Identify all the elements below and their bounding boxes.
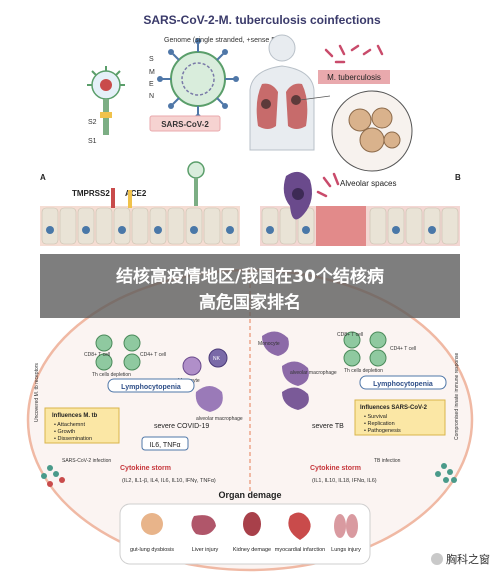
influences-mtb-item: • Growth (54, 429, 75, 435)
tb-infection-label: TB infection (374, 458, 401, 464)
uncovered-receptors-label: Uncovered M. tb receptors (34, 363, 40, 422)
th-depletion-label-a: Th cells depletion (92, 372, 131, 378)
influences-sars-item: • Replication (364, 421, 395, 427)
panel-a-immune-cells (95, 334, 228, 412)
cytokine-storm-label-a: Cytokine storm (120, 465, 171, 472)
watermark-text: 胸科之窗 (446, 553, 490, 566)
headline-overlay (40, 254, 460, 318)
spike-stalk-icon (194, 178, 198, 206)
mtb-bacilli-cluster-icon (316, 172, 340, 198)
mtb-tag (318, 70, 390, 84)
panel-a-epithelium (40, 206, 240, 246)
protein-letter-m: M (149, 69, 155, 76)
cytokine-list-b: (IL1, IL10, IL18, IFNα, IL6) (312, 478, 377, 484)
figure-title: SARS-CoV-2-M. tuberculosis coinfections (143, 13, 381, 27)
influences-sars-item: • Pathogenesis (364, 428, 401, 434)
influences-mtb-box (44, 407, 120, 444)
influences-sars-item: • Survival (364, 414, 387, 420)
headline-line-2: 高危国家排名 (199, 293, 301, 313)
alveolar-spaces-label: Alveolar spaces (340, 179, 396, 188)
alveoli-zoom-icon (331, 90, 413, 172)
organ-label: Lungs injury (331, 547, 361, 553)
watermark: 胸科之窗 (431, 551, 490, 567)
severe-covid-label: severe COVID-19 (154, 423, 209, 430)
organ-label: Liver injury (192, 547, 219, 553)
headline-line-1: 结核高疫情地区/我国在30个结核病 (116, 267, 384, 287)
organ-damage-title: Organ demage (218, 490, 281, 500)
watermark-logo-icon (431, 553, 443, 565)
lymphocytopenia-box-b (359, 375, 447, 390)
ace2-label: ACE2 (125, 189, 147, 198)
protein-letter-s: S (149, 56, 154, 63)
protein-letter-n: N (149, 93, 154, 100)
lymphocytopenia-box-a (107, 378, 195, 393)
panel-b-epithelium (260, 206, 460, 246)
spike-protein-icon (87, 66, 125, 135)
nk-label: NK (213, 356, 221, 362)
organ-icons (141, 512, 358, 540)
compromised-response-label: Compromised innate immune response (454, 353, 460, 440)
sars-infection-label: SARS-CoV-2 infection (62, 458, 111, 464)
genome-label: Genome (single stranded, +sense RNA) (164, 37, 288, 44)
th-depletion-label-b: Th cells depletion (344, 368, 383, 374)
human-torso-icon (249, 34, 315, 151)
organ-label: Kidney demage (233, 547, 271, 553)
cd8-label-a: CD8+ T cell (84, 352, 110, 358)
panel-b-immune-cells (262, 331, 387, 410)
severe-tb-label: severe TB (312, 423, 344, 430)
il6-tnfa-box (141, 436, 189, 451)
influences-sars-box (354, 399, 446, 436)
infected-macrophage-icon (283, 171, 312, 220)
cytokine-list-a: (IL2, IL1-β, IL4, IL6, IL10, IFNγ, TNFα) (122, 478, 216, 484)
subunit-s1-label: S1 (88, 138, 97, 145)
cd4-label-b: CD4+ T cell (390, 346, 416, 352)
lymphocytopenia-label-a: Lymphocytopenia (121, 384, 181, 391)
heart-icon (288, 512, 311, 540)
mtb-tag-label: M. tuberculosis (327, 73, 381, 82)
influences-mtb-title: Influences M. tb (52, 413, 98, 419)
alveolar-macrophage-label-b: alveolar macrophage (290, 370, 337, 376)
tmprss2-label: TMPRSS2 (72, 189, 110, 198)
cytokine-cluster-icon-b (435, 463, 457, 483)
organ-label: myocardial infarction (275, 547, 325, 553)
organ-label: gut-lung dysbiosis (130, 547, 174, 553)
sars-cov-2-virion (157, 38, 239, 120)
cytokine-cluster-icon-a (41, 465, 65, 487)
sars-cov-2-tag (149, 115, 221, 132)
cytokine-storm-label-b: Cytokine storm (310, 465, 361, 472)
sars-cov-2-tag-label: SARS-CoV-2 (161, 120, 209, 129)
cd8-label-b: CD8+ T cell (337, 332, 363, 338)
organ-damage-box (119, 503, 371, 565)
influences-mtb-item: • Attachemnt (54, 422, 85, 428)
kidney-icon (243, 512, 261, 536)
il6-tnfa-label: IL6, TNFα (149, 442, 180, 449)
ace2-receptor-icon (128, 190, 132, 208)
lung-right-icon (346, 514, 358, 538)
virus-small-icon (187, 161, 205, 179)
panel-b-letter: B (455, 173, 461, 182)
alveolar-macrophage-label-a: alveolar macrophage (196, 416, 243, 422)
influences-sars-title: Influences SARS-CoV-2 (360, 405, 428, 411)
mtb-bacilli-icon (324, 44, 384, 64)
protein-letter-e: E (149, 81, 154, 88)
liver-icon (191, 515, 216, 535)
lung-left-icon (334, 514, 346, 538)
cd4-label-a: CD4+ T cell (140, 352, 166, 358)
gut-icon (141, 513, 163, 535)
subunit-s2-label: S2 (88, 119, 97, 126)
influences-mtb-item: • Dissemination (54, 436, 92, 442)
tmprss2-receptor-icon (111, 188, 115, 208)
lymphocytopenia-label-b: Lymphocytopenia (373, 381, 433, 388)
panel-a-letter: A (40, 173, 46, 182)
monocyte-label-b: Monocyte (258, 341, 280, 347)
